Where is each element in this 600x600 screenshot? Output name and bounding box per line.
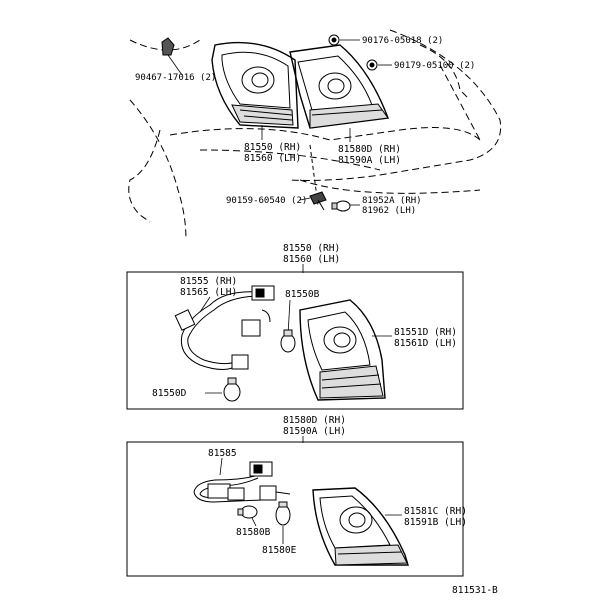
bulb-small-drawing [331,200,351,212]
box2-bulb-b-label: 81580B [236,527,271,538]
box1-bulb-b-label: 81550B [285,289,320,300]
tail-lamp-inner-drawing [289,44,389,129]
box2-bulb-e-label: 81580E [262,545,297,556]
lamp-inner-label-rh: 81580D (RH) [338,144,401,155]
box2-bulb-b-drawing [237,505,258,519]
box1-lens-drawing [299,299,386,401]
bulb-small-label-lh: 81962 (LH) [362,206,416,216]
box2-title-rh: 81580D (RH) [283,415,346,426]
box1-title-lh: 81560 (LH) [283,254,340,265]
box2-lens-drawing [312,487,409,566]
box2-harness-label: 81585 [208,448,237,459]
box2-harness-leader [219,457,223,476]
box1-socket-leader [199,296,211,313]
screw-label: 90159-60540 (2) [226,196,307,206]
box1-bulb-d-drawing [223,377,241,402]
nut-upper-label: 90176-05018 (2) [362,36,443,46]
box1-lens-label-rh: 81551D (RH) [394,327,457,338]
box2-bulb-b-leader [251,517,257,527]
box1-wire-harness [174,285,275,370]
nut-upper [328,34,340,46]
lamp-outer-label-rh: 81550 (RH) [244,142,301,153]
nut-lower-label: 90179-05100 (2) [394,61,475,71]
vehicle-body-outline [128,29,502,241]
box1-lens-label-lh: 81561D (LH) [394,338,457,349]
figure-code: 811531-B [452,585,498,596]
box1-bulb-b-drawing [280,329,296,353]
box2-title-lh: 81590A (LH) [283,426,346,437]
lamp-inner-label-lh: 81590A (LH) [338,155,401,166]
clip-part-drawing [161,37,175,56]
nut-lower [366,59,378,71]
lamp-outer-label-lh: 81560 (LH) [244,153,301,164]
screw-drawing [309,191,327,211]
screw-leader [299,197,311,201]
box1-bulb-b-leader [287,299,291,336]
box1-bulb-d-label: 81550D [152,388,187,399]
box2-bulb-e-drawing [275,501,291,526]
box1-socket-label-lh: 81565 (LH) [180,287,237,298]
tail-lamp-outer-drawing [211,41,299,129]
box2-frame [126,441,464,577]
box1-frame [126,271,464,410]
box1-socket-label-rh: 81555 (RH) [180,276,237,287]
bulb-small-label-rh: 81952A (RH) [362,196,422,206]
box2-lens-label-rh: 81581C (RH) [404,506,467,517]
box1-title-rh: 81550 (RH) [283,243,340,254]
box2-wire-harness [193,461,291,503]
box2-lens-label-lh: 81591B (LH) [404,517,467,528]
clip-leader-line [167,54,183,76]
clip-part-label: 90467-17016 (2) [135,73,216,83]
